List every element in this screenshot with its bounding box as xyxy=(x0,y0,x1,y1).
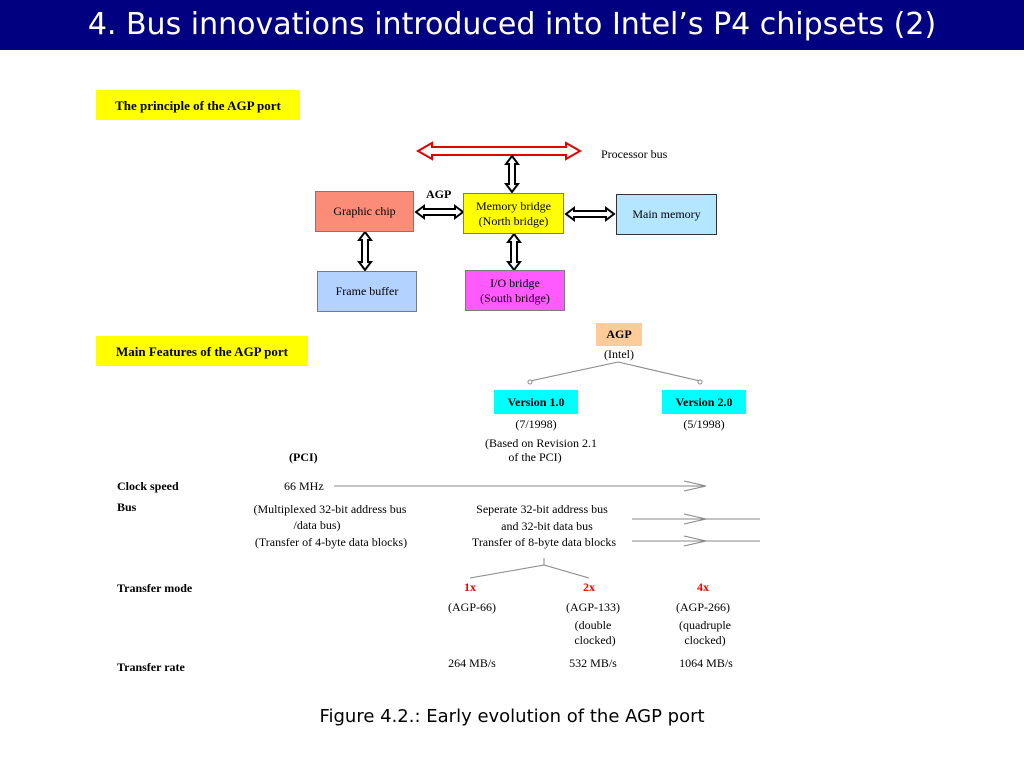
memory-bridge-label-line2: (North bridge) xyxy=(478,213,549,228)
tree-root-label: AGP xyxy=(606,327,632,341)
section-label-agp-features: Main Features of the AGP port xyxy=(96,336,308,366)
graphic-chip-box: Graphic chip xyxy=(315,191,414,232)
agp-arrow xyxy=(414,204,465,220)
tree-root-sub: (Intel) xyxy=(604,347,634,361)
mode-4x-variant: (AGP-266) xyxy=(676,600,730,614)
section-label-text: The principle of the AGP port xyxy=(115,97,281,113)
version-2-box: Version 2.0 xyxy=(662,390,746,414)
tree-connectors xyxy=(527,361,703,385)
frame-buffer-label: Frame buffer xyxy=(335,284,399,298)
mode-2x-note-line1: (double xyxy=(574,618,612,632)
bus-pci-line2: /data bus) xyxy=(293,518,341,532)
version-2-date: (5/1998) xyxy=(683,417,725,431)
membridge-processor-arrow xyxy=(504,154,520,194)
mode-2x: 2x xyxy=(583,580,595,594)
mode-2x-variant: (AGP-133) xyxy=(566,600,620,614)
version-1-note-line1: (Based on Revision 2.1 xyxy=(485,436,597,450)
mode-1x-variant: (AGP-66) xyxy=(448,600,496,614)
rate-4x: 1064 MB/s xyxy=(679,656,733,670)
clock-speed-pci: 66 MHz xyxy=(284,479,324,493)
tree-root-agp: AGP xyxy=(596,323,642,346)
processor-bus-label: Processor bus xyxy=(601,147,668,161)
rate-1x: 264 MB/s xyxy=(448,656,496,670)
pci-column-header: (PCI) xyxy=(289,450,318,464)
io-bridge-label-line1: I/O bridge xyxy=(490,275,540,290)
transfer-rate-label: Transfer rate xyxy=(117,660,185,674)
bus-agp-line2: and 32-bit data bus xyxy=(501,519,593,533)
io-bridge-box: I/O bridge (South bridge) xyxy=(465,270,565,311)
memory-bus-arrow xyxy=(564,206,616,222)
framebuffer-arrow xyxy=(357,230,373,272)
transfer-mode-label: Transfer mode xyxy=(117,581,193,595)
section-label-agp-principle: The principle of the AGP port xyxy=(96,90,300,120)
clock-speed-label: Clock speed xyxy=(117,479,179,493)
section-label-text: Main Features of the AGP port xyxy=(116,343,288,359)
mode-4x: 4x xyxy=(697,580,709,594)
bus-agp-line1: Seperate 32-bit address bus xyxy=(476,502,608,516)
main-memory-box: Main memory xyxy=(616,194,717,235)
version-2-label: Version 2.0 xyxy=(675,394,733,409)
bus-pci-line3: (Transfer of 4-byte data blocks) xyxy=(254,535,408,549)
feature-arrows xyxy=(334,480,760,547)
bus-label: Bus xyxy=(117,500,137,514)
frame-buffer-box: Frame buffer xyxy=(317,271,417,312)
io-bridge-label-line2: (South bridge) xyxy=(480,290,550,305)
mode-1x: 1x xyxy=(464,580,476,594)
figure-caption: Figure 4.2.: Early evolution of the AGP … xyxy=(319,706,705,727)
version-1-date: (7/1998) xyxy=(515,417,557,431)
bus-pci-line1: (Multiplexed 32-bit address bus xyxy=(253,502,407,516)
transfer-mode-connectors xyxy=(469,558,590,579)
graphic-chip-label: Graphic chip xyxy=(333,204,396,218)
version-1-box: Version 1.0 xyxy=(494,390,578,414)
version-1-label: Version 1.0 xyxy=(507,394,565,409)
mode-4x-note-line2: clocked) xyxy=(684,633,726,647)
slide-title: 4. Bus innovations introduced into Intel… xyxy=(0,0,1024,50)
mode-2x-note-line2: clocked) xyxy=(574,633,616,647)
version-1-note-line2: of the PCI) xyxy=(508,450,562,464)
bus-agp-line3: Transfer of 8-byte data blocks xyxy=(471,535,617,549)
memory-bridge-box: Memory bridge (North bridge) xyxy=(463,193,564,234)
main-memory-label: Main memory xyxy=(632,207,701,221)
io-bridge-arrow xyxy=(506,232,522,272)
mode-4x-note-line1: (quadruple xyxy=(679,618,731,632)
processor-bus-arrow xyxy=(415,141,583,161)
memory-bridge-label-line1: Memory bridge xyxy=(476,198,551,213)
rate-2x: 532 MB/s xyxy=(569,656,617,670)
agp-link-label: AGP xyxy=(426,187,452,201)
